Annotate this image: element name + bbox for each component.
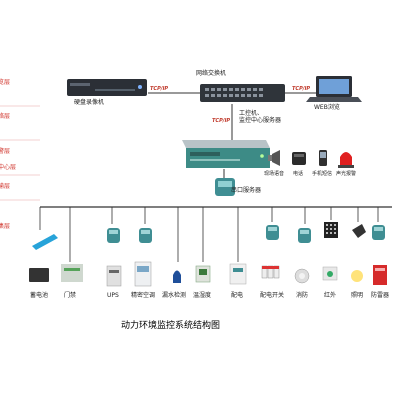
dvr-label: 硬盘录像机 [74,99,105,106]
tcp-left-label: TCP/IP [150,86,169,92]
sensor-label-leak: 漏水检测 [162,292,187,299]
sensor-label-temp: 温湿度 [193,292,212,299]
diagram-caption: 动力环境监控系统结构图 [121,321,221,331]
alarm-label-light: 声光报警 [336,171,357,177]
side-label-center: 监控中心层 [0,164,17,171]
sensor-label-battery: 蓄电池 [30,292,49,299]
alarm-label-phone: 电话 [293,171,304,177]
side-label-collect: 采集层 [0,223,11,230]
switch-device [200,84,285,102]
side-dividers [0,105,40,201]
sensor-label-power: 配电 [231,292,244,299]
switch-label: 网络交换机 [196,70,227,77]
web-label: WEB浏览 [314,104,340,111]
alarm-label-voice: 现场语音 [264,171,285,177]
serial-server-label: 串口服务器 [231,187,262,194]
side-label-transport: 传输层 [0,183,11,190]
side-label-network: 网络层 [0,113,11,120]
alarm-devices [268,150,354,168]
phone-icon [292,152,306,165]
sensor-label-surge: 防雷器 [371,292,390,299]
mobile-icon [319,150,327,166]
sensor-label-ups: UPS [107,292,119,299]
sensor-label-ac: 精密空调 [131,292,156,299]
network-links [40,92,392,208]
sensor-label-ir: 红外 [324,292,337,299]
server-device [182,140,270,168]
sensor-devices [29,222,387,287]
side-label-browse: 浏览层 [0,79,11,86]
server-label: 工控机、 监控中心服务器 [239,110,282,124]
sensor-label-fire: 消防 [296,292,309,299]
side-label-alarm: 报警层 [0,148,11,155]
dvr-device [67,79,147,96]
tcp-down-label: TCP/IP [212,118,231,124]
alarm-label-sms: 手机短信 [312,171,333,177]
sensor-label-access: 门禁 [64,292,77,299]
sensor-label-switch: 配电开关 [260,292,285,299]
sensor-branches [39,207,379,262]
alarm-light-icon [338,152,354,168]
serial-server-device [215,178,235,196]
speaker-icon [268,150,280,166]
tcp-right-label: TCP/IP [292,86,311,92]
sensor-label-light: 照明 [351,292,364,299]
laptop-device [306,76,362,102]
